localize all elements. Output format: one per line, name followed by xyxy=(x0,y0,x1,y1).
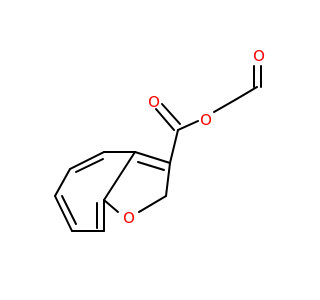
ester-oxygen-label: O xyxy=(200,111,212,129)
bond-c3a-c8a xyxy=(103,151,136,201)
bond-c3-c3a-a xyxy=(134,151,171,164)
bond-c5-c6 xyxy=(54,168,71,197)
bond-carbonyl-double-b xyxy=(161,103,181,125)
bond-ch2-ester-o xyxy=(213,99,236,113)
bond-o-c8a xyxy=(103,199,119,213)
bond-carbonyl-double-a xyxy=(155,108,175,131)
bond-c3-c3a-b xyxy=(137,161,165,171)
aldehyde-oxygen-label: O xyxy=(253,47,265,65)
bond-c6-c7-a xyxy=(54,195,73,232)
bond-ester-o-carbonyl-c xyxy=(177,120,199,131)
structure-diagram: O O O O xyxy=(54,47,265,232)
bond-c4-c5-a xyxy=(69,151,105,170)
bond-carbonyl-c-ring xyxy=(169,129,179,164)
carbonyl-oxygen-label: O xyxy=(148,93,160,111)
bond-c4-c5-b xyxy=(75,158,104,173)
bond-c3-c2 xyxy=(165,162,171,197)
bond-c2-o xyxy=(138,195,167,213)
bond-c6-c7-b xyxy=(61,195,77,225)
bond-ch-aldehyde-ch2 xyxy=(234,86,258,101)
furan-oxygen-label: O xyxy=(123,209,135,227)
